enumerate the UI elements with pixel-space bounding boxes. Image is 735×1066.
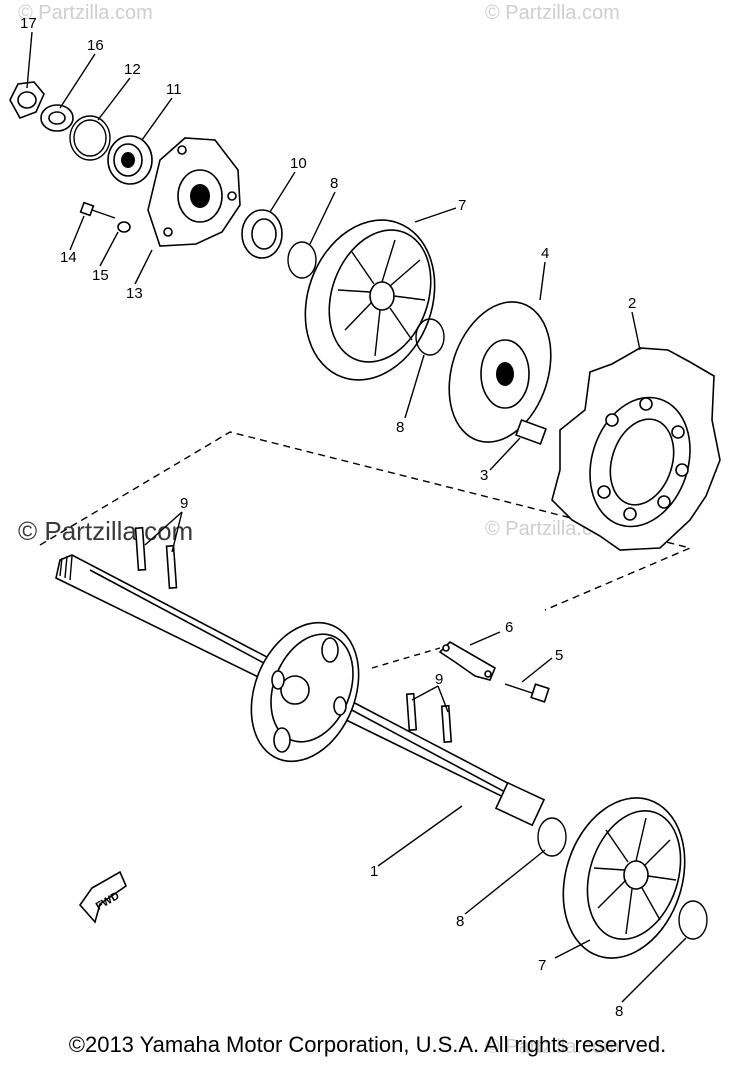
part-8-ring-upper: [287, 241, 317, 279]
callout-12: 12: [124, 61, 141, 78]
part-8-ring-lower: [537, 817, 567, 857]
leader-lines: [26, 31, 687, 1003]
callout-11: 11: [166, 81, 182, 98]
callout-6: 6: [505, 619, 513, 636]
callout-9-lower: 9: [435, 671, 443, 688]
part-8-ring-bottom: [678, 900, 708, 940]
part-3-spacer: [515, 419, 547, 445]
watermark-top-left: © Partzilla.com: [18, 2, 153, 24]
watermark-top-right: © Partzilla.com: [485, 2, 620, 24]
part-9-pins-upper: [134, 526, 178, 590]
part-9-pins-lower: [405, 692, 453, 744]
part-16-washer: [40, 104, 74, 132]
copyright-notice: ©2013 Yamaha Motor Corporation, U.S.A. A…: [68, 1032, 667, 1057]
part-13-housing: [147, 137, 241, 247]
part-2-sprocket: [551, 347, 721, 551]
part-7-wheel-upper: [304, 219, 436, 381]
callout-2: 2: [628, 295, 636, 312]
part-11-bearing: [107, 135, 153, 185]
callout-10: 10: [290, 155, 307, 172]
callout-14: 14: [60, 249, 77, 266]
watermark-bottom-right: © Partzilla.com: [485, 1036, 620, 1058]
callout-7-lower: 7: [538, 957, 546, 974]
fwd-arrow-icon: FWD: [78, 870, 127, 924]
part-17-nut: [9, 81, 45, 119]
part-14-bolt: [79, 201, 116, 219]
callout-8-middle: 8: [396, 419, 404, 436]
callout-1: 1: [370, 863, 378, 880]
callout-5: 5: [555, 647, 563, 664]
callout-9-upper: 9: [180, 495, 188, 512]
callout-17: 17: [20, 15, 37, 32]
parts-diagram: FWD 17 16 12 11 10 8 7 4 2 14 15 13 8: [9, 15, 721, 1020]
part-10-seal: [241, 209, 283, 259]
assembly-guide-line: [371, 647, 441, 669]
part-7-wheel-lower: [562, 797, 686, 959]
callout-16: 16: [87, 37, 104, 54]
callout-8-bottom: 8: [615, 1003, 623, 1020]
part-15-washer: [117, 221, 131, 233]
part-12-circlip: [69, 115, 111, 161]
part-8-ring-middle: [415, 318, 445, 356]
callout-8-lower: 8: [456, 913, 464, 930]
callout-7-upper: 7: [458, 197, 466, 214]
assembly-outline: [39, 431, 693, 611]
callout-3: 3: [480, 467, 488, 484]
part-4-plate: [448, 301, 552, 443]
callout-8-upper: 8: [330, 175, 338, 192]
callout-4: 4: [541, 245, 549, 262]
part-6-bracket: [438, 641, 497, 681]
callout-15: 15: [92, 267, 109, 284]
part-5-bolt: [504, 683, 550, 703]
callout-13: 13: [126, 285, 143, 302]
watermark-mid-left: © Partzilla.com: [18, 516, 194, 546]
part-1-flange: [250, 621, 360, 763]
